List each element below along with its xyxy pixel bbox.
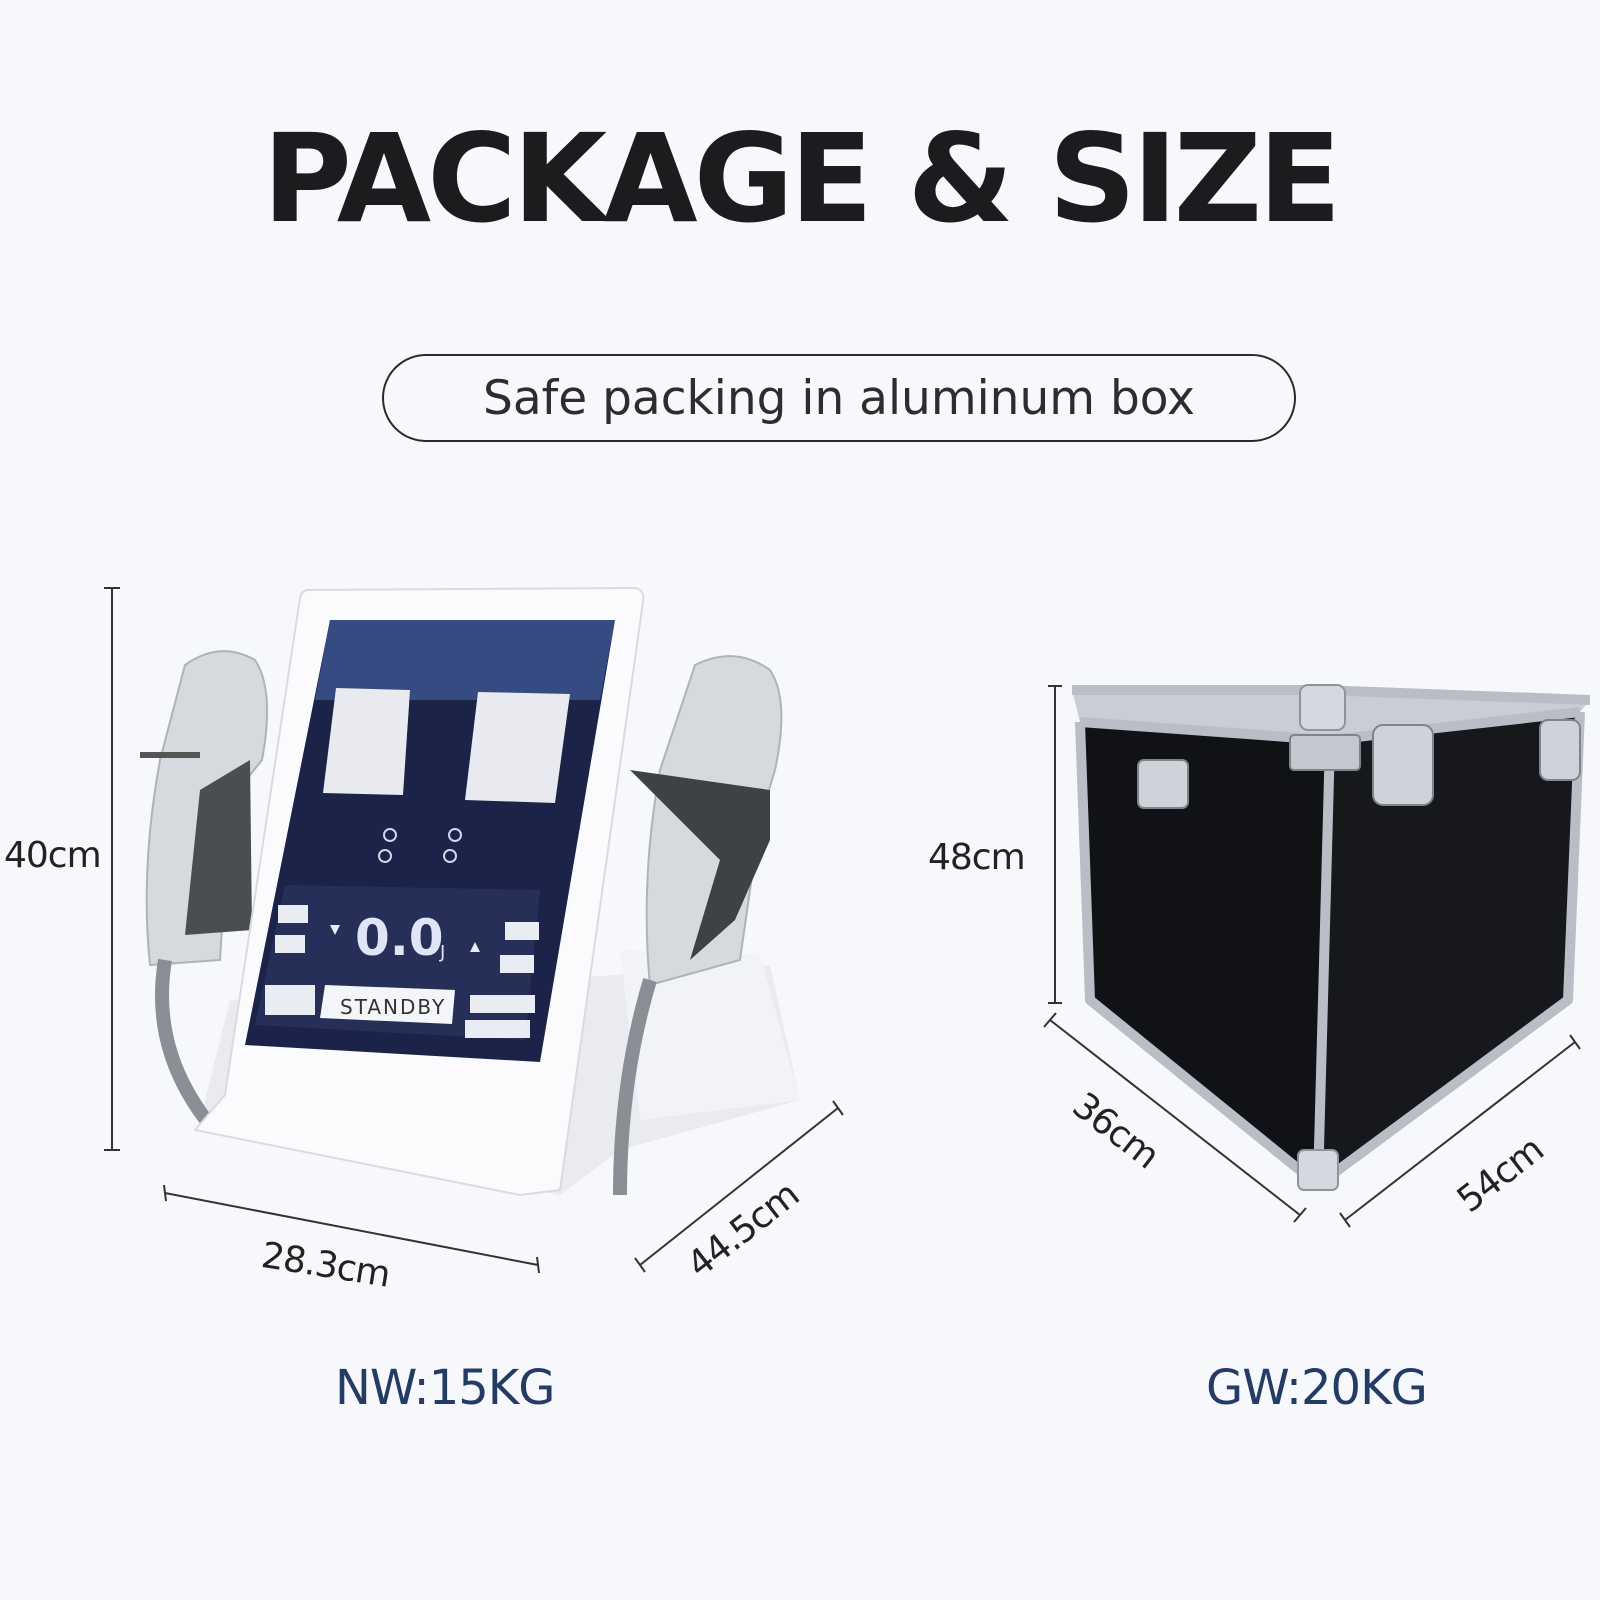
box-height-label: 48cm [928, 837, 1026, 878]
left-handpiece [140, 650, 269, 1130]
machine-screen: 0.0 J STANDBY [245, 620, 615, 1062]
machine-dimension-lines [104, 587, 844, 1274]
right-handpiece [613, 655, 783, 1196]
page-title: PACKAGE & SIZE [262, 108, 1341, 250]
box-dimension-lines [1043, 685, 1581, 1228]
packing-badge: Safe packing in aluminum box [382, 354, 1296, 442]
standby-button-label: STANDBY [340, 995, 446, 1019]
machine-illustration: 0.0 J STANDBY [140, 586, 800, 1197]
screen-display-unit: J [439, 942, 445, 963]
aluminum-case-illustration [1072, 684, 1591, 1191]
packing-badge-label: Safe packing in aluminum box [483, 370, 1195, 426]
screen-display-value: 0.0 [355, 909, 444, 967]
gross-weight: GW:20KG [1206, 1360, 1428, 1416]
standby-button: STANDBY [320, 985, 455, 1024]
net-weight: NW:15KG [335, 1360, 555, 1416]
machine-height-label: 40cm [4, 835, 102, 876]
